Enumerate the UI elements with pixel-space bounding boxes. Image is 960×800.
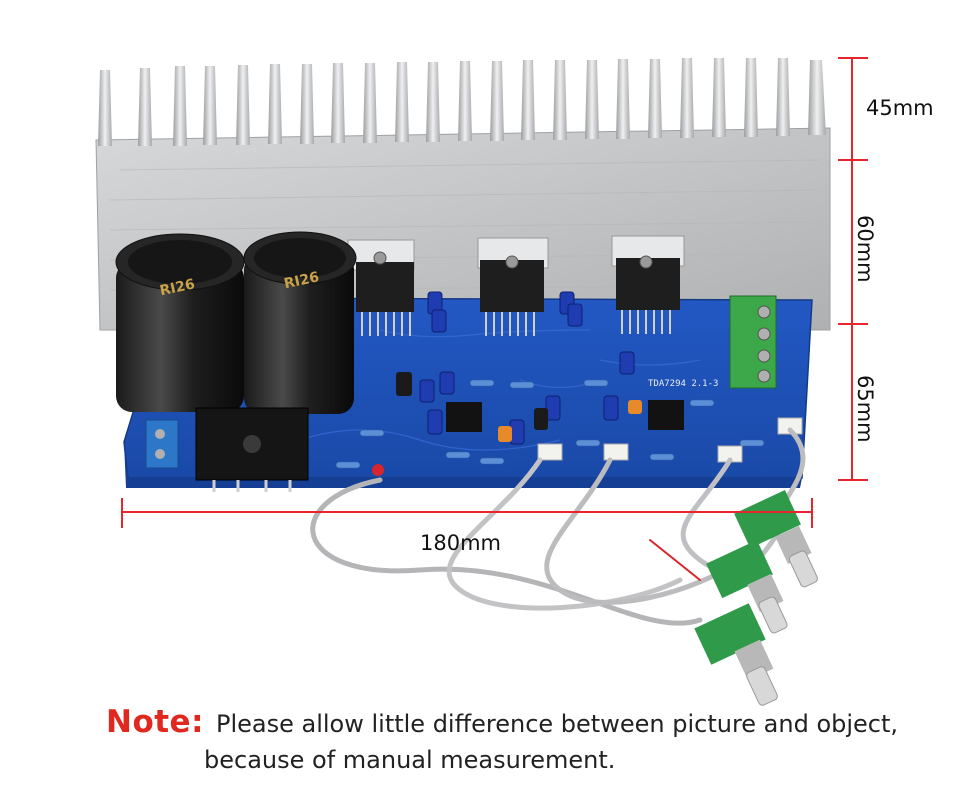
- small-capacitors: [396, 291, 635, 445]
- dimension-board-length: 180mm: [420, 531, 501, 555]
- opamp-chips: [446, 400, 684, 432]
- film-capacitors: [498, 400, 642, 442]
- potentiometer-1: [694, 603, 778, 706]
- input-terminal-block: [145, 419, 179, 469]
- power-ic-3: [611, 235, 685, 334]
- bridge-rectifier: [195, 407, 309, 492]
- capacitor-left-marking: RI26: [158, 276, 196, 299]
- power-ic-1: [347, 239, 415, 336]
- note-label: Note:: [106, 704, 204, 740]
- dimension-markers: [121, 57, 868, 528]
- measurement-note: Note: Please allow little difference bet…: [106, 704, 926, 774]
- dimension-heatsink-height: 60mm: [853, 215, 877, 283]
- capacitor-right-marking: RI26: [283, 269, 321, 292]
- potentiometer-2: [706, 540, 788, 634]
- note-text-line1: Please allow little difference between p…: [215, 710, 899, 738]
- board-marking: TDA7294 2.1-3: [648, 379, 718, 389]
- power-ics: [347, 235, 685, 336]
- dimension-fin-height: 45mm: [866, 96, 934, 120]
- resistors: [335, 379, 765, 469]
- heatsink-fins: [98, 58, 826, 146]
- potentiometer-3: [734, 490, 818, 588]
- filter-capacitor-right: RI26: [243, 231, 357, 414]
- dimension-board-depth: 65mm: [853, 375, 877, 443]
- filter-capacitor-left: RI26: [115, 233, 245, 412]
- power-terminal-block: [729, 295, 777, 389]
- note-text-line2: because of manual measurement.: [204, 746, 616, 774]
- led-indicator: [372, 464, 384, 476]
- power-ic-2: [477, 237, 549, 336]
